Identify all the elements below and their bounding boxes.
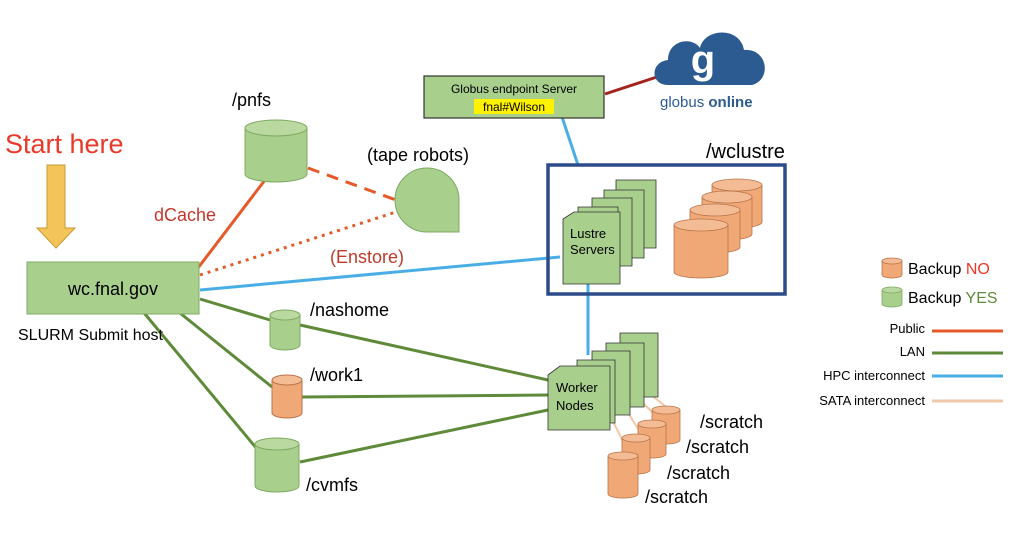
legend-backup-no: Backup NO — [908, 261, 990, 278]
nashome-label: /nashome — [310, 300, 389, 320]
nashome-cylinder-icon — [269, 309, 301, 351]
work1-label: /work1 — [310, 365, 363, 385]
start-arrow-icon — [35, 164, 77, 249]
tape-label: (tape robots) — [367, 145, 469, 165]
globus-cloud-logo-icon: g — [654, 32, 765, 85]
scratch-label-4: /scratch — [645, 487, 708, 507]
scratch-label-1: /scratch — [700, 412, 763, 432]
scratch-label-3: /scratch — [667, 463, 730, 483]
legend-backup-yes: Backup YES — [908, 290, 998, 307]
lustre-disk-stack-icon — [673, 178, 763, 279]
lan-cvmfs-worker — [299, 408, 549, 464]
pnfs-cylinder-icon — [244, 119, 308, 183]
submit-host-caption: SLURM Submit host — [18, 327, 163, 344]
globus-online-link — [604, 74, 661, 96]
lan-link-nashome — [199, 297, 271, 322]
globus-logo-glyph: g — [691, 38, 715, 82]
legend-hpc-label: HPC interconnect — [823, 368, 925, 383]
scratch-disk-stack-icon — [607, 405, 681, 499]
hpc-link-lustre — [199, 255, 561, 292]
submit-host-box — [26, 261, 200, 315]
public-link-pnfs — [196, 179, 267, 269]
lan-link-work1 — [169, 303, 273, 389]
dcache-label: dCache — [154, 205, 216, 225]
hpc-link-globus — [560, 116, 580, 166]
globus-online-wordmark: globus online — [660, 94, 753, 111]
start-label: Start here — [5, 129, 124, 159]
worker-nodes-line2: Nodes — [556, 398, 594, 413]
lustre-servers-line2: Servers — [570, 242, 615, 257]
worker-node-stack-icon — [547, 332, 659, 431]
globus-server-title: Globus endpoint Server — [451, 82, 577, 96]
globus-endpoint-name: fnal#Wilson — [483, 100, 545, 114]
legend-backup-yes-icon — [881, 286, 903, 308]
globus-endpoint-highlight — [474, 99, 554, 114]
legend: Backup NO Backup YES Public LAN HPC inte… — [819, 257, 1003, 408]
lan-nashome-worker — [299, 323, 549, 382]
lustre-servers-line1: Lustre — [570, 226, 606, 241]
work1-cylinder-icon — [271, 374, 303, 419]
wclustre-label: /wclustre — [706, 141, 785, 163]
scratch-label-2: /scratch — [686, 437, 749, 457]
cvmfs-cylinder-icon — [254, 437, 300, 493]
tape-robot-icon — [394, 167, 460, 233]
pnfs-label: /pnfs — [232, 90, 271, 110]
legend-backup-no-icon — [881, 257, 903, 279]
lustre-server-stack-icon — [562, 179, 657, 285]
enstore-link — [199, 210, 397, 277]
wclustre-frame — [546, 163, 787, 296]
enstore-label: (Enstore) — [330, 247, 404, 267]
submit-host-name: wc.fnal.gov — [67, 279, 158, 299]
lan-link-cvmfs — [138, 307, 264, 456]
dcache-tape-link — [307, 166, 397, 202]
cvmfs-label: /cvmfs — [306, 475, 358, 495]
legend-sata-label: SATA interconnect — [819, 393, 925, 408]
worker-nodes-line1: Worker — [556, 380, 598, 395]
lan-work1-worker — [301, 393, 549, 399]
legend-public-label: Public — [890, 321, 926, 336]
legend-lan-label: LAN — [900, 344, 925, 359]
